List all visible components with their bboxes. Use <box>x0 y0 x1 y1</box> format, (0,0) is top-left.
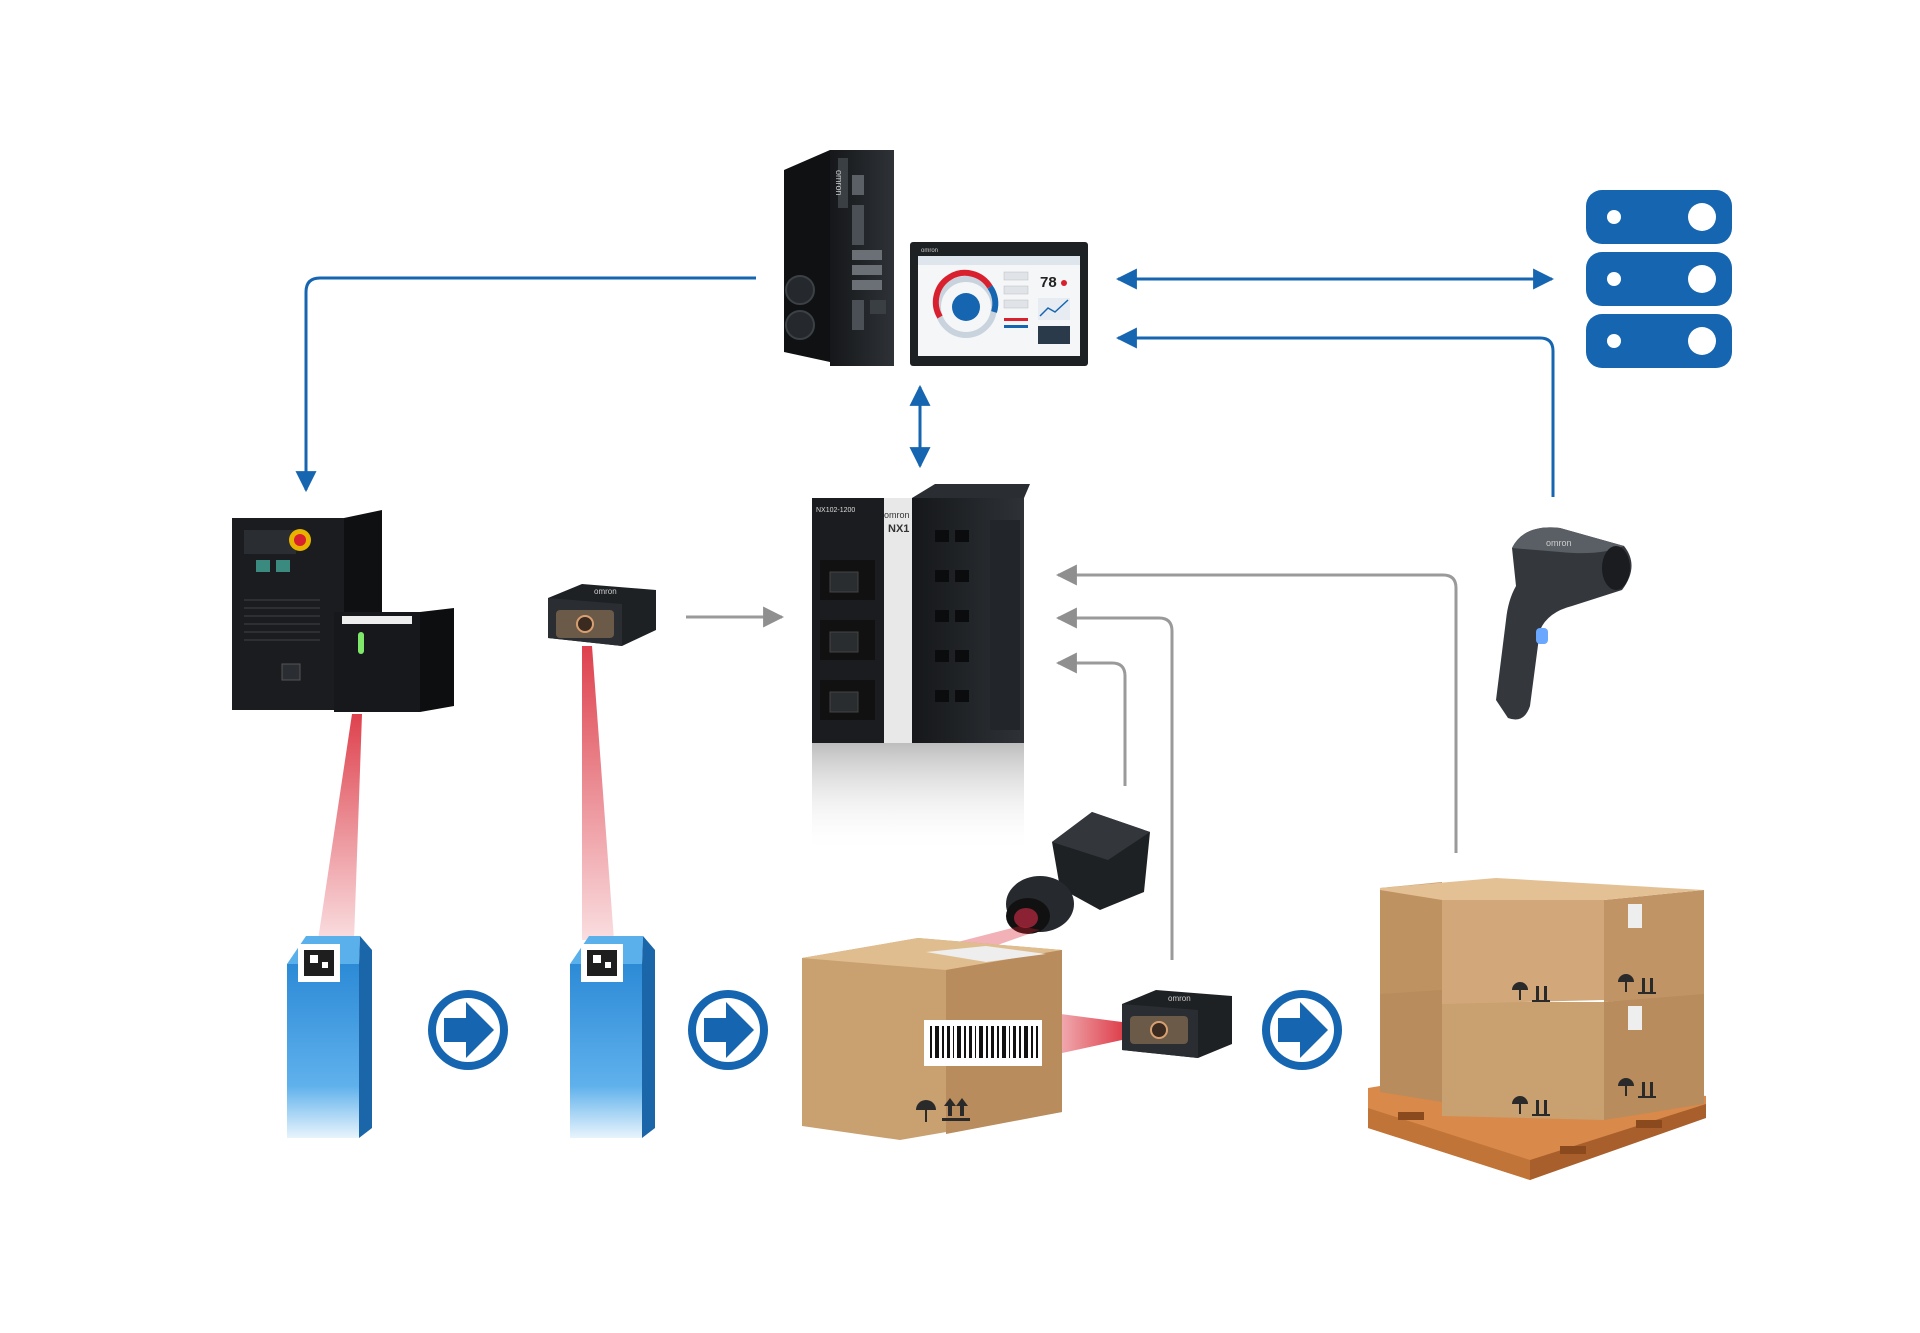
reader1-laser-beam <box>582 646 614 940</box>
reader2-brand-label: omron <box>1168 994 1191 1003</box>
this-way-up-icon <box>942 1098 970 1121</box>
industrial-pc: omron <box>784 150 894 366</box>
pallet-to-plc-arrow <box>1055 564 1458 853</box>
marker-vents <box>244 599 320 641</box>
plc-brand-label: omron <box>884 510 910 520</box>
reader1-brand-label: omron <box>594 587 617 596</box>
arrow-right-circle-icon <box>1262 990 1342 1070</box>
umbrella-icon <box>916 1100 936 1122</box>
laser-marker-unit <box>232 510 454 712</box>
palletized-boxes <box>1368 878 1706 1180</box>
server-stack-icon <box>1586 190 1732 368</box>
milk-carton-1 <box>287 936 372 1138</box>
arrow-right-circle-icon <box>688 990 768 1070</box>
vision-camera <box>1006 812 1150 934</box>
camera-to-plc-arrow <box>1055 652 1127 786</box>
handheld-to-hmi-arrow <box>1115 327 1555 497</box>
plc-controller: NX102-1200 omron NX1 <box>812 484 1030 853</box>
this-way-up-icon <box>1532 978 1656 1116</box>
code-reader-2: omron <box>1122 990 1232 1058</box>
marker-laser-beam <box>318 714 362 940</box>
hmi-brand-label: omron <box>921 248 938 254</box>
handheld-barcode-scanner: omron <box>1496 527 1632 720</box>
arrow-right-circle-icon <box>428 990 508 1070</box>
ipc-brand-label: omron <box>834 170 844 196</box>
handheld-brand-label: omron <box>1546 538 1572 548</box>
plc-part-label: NX102-1200 <box>816 507 855 514</box>
gray-data-flow <box>686 564 1458 960</box>
milk-carton-2 <box>570 936 655 1138</box>
hmi-value-readout: 78 <box>1040 274 1057 291</box>
code-reader-1: omron <box>548 584 656 646</box>
hmi-touch-panel: omron 78 <box>910 242 1088 366</box>
reader2-to-plc-arrow <box>1055 607 1174 960</box>
umbrella-icon <box>1512 974 1634 1114</box>
ipc-to-marker-arrow <box>295 276 756 493</box>
shipping-box <box>802 938 1062 1140</box>
plc-model-label: NX1 <box>888 523 909 535</box>
barcode-label <box>924 1020 1042 1066</box>
plc-terminal-ports <box>935 530 969 702</box>
blue-data-flow <box>295 268 1555 497</box>
